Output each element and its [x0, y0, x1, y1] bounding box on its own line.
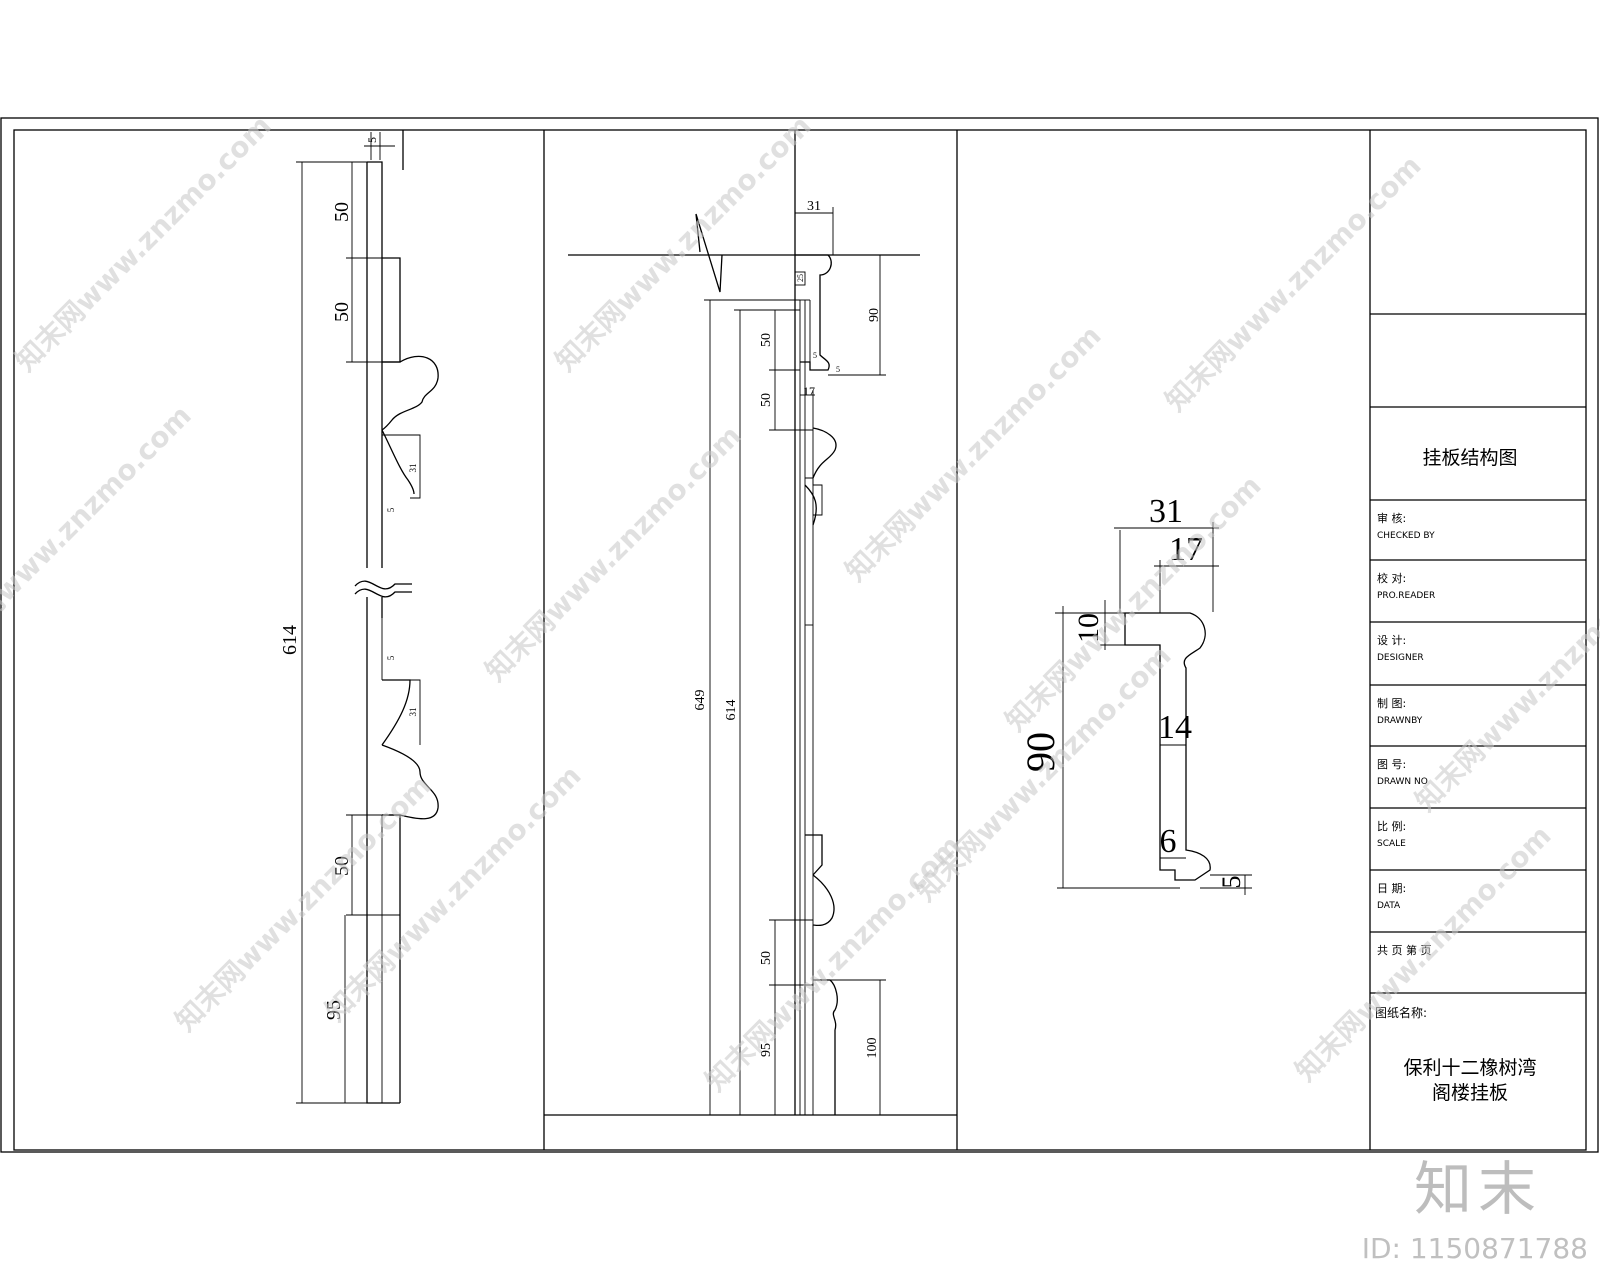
p1-dim-top1: 50: [331, 202, 353, 222]
p2-dim-d5: 95: [759, 1043, 774, 1057]
p3-dim-h-top: 10: [1072, 613, 1105, 643]
title-block-sublabel: DESIGNER: [1377, 653, 1424, 663]
watermark-text: 知末网www.znzmo.com: [1159, 149, 1428, 418]
p2-dim-d3: 17: [803, 384, 815, 398]
title-block: 挂板结构图 审 核: CHECKED BY 校 对: PRO.READER 设 计: DE…: [1370, 313, 1586, 1104]
p2-dim-d4: 50: [759, 951, 774, 965]
p1-dim-top: 5: [365, 137, 379, 143]
p1-dim-bot1: 50: [331, 856, 353, 876]
title-block-label: 图 号:: [1377, 758, 1406, 771]
watermark-text: 知末网www.znzmo.com: [699, 829, 968, 1098]
outer-border: [0, 117, 1599, 1153]
watermark-text: 知末网www.znzmo.com: [319, 759, 588, 1028]
p2-dim-total: 614: [724, 700, 739, 721]
title-block-sublabel: DRAWNBY: [1377, 716, 1423, 726]
p2-dim-d2: 50: [759, 393, 774, 407]
p2-dim-top-h: 90: [867, 308, 882, 322]
p3-dim-w-inner: 17: [1169, 531, 1203, 568]
title-block-sublabel: PRO.READER: [1377, 591, 1435, 601]
p3-dim-h-total: 90: [1018, 732, 1063, 772]
p3-dim-w-total: 31: [1149, 493, 1183, 530]
p3-dim-w-bot: 6: [1160, 823, 1177, 860]
panel3-profile: 31 17 10 90 14 6 5: [1018, 493, 1252, 895]
inner-border: [13, 129, 1587, 1151]
p2-dim-d9: 5: [836, 365, 840, 374]
watermark-text: 知末网www.znzmo.com: [479, 419, 748, 688]
p1-dim-b: 5: [386, 507, 396, 512]
title-block-label: 审 核:: [1377, 511, 1406, 525]
watermark-text: 知末网www.znzmo.com: [0, 399, 198, 668]
p1-dim-a: 31: [408, 464, 418, 473]
p2-dim-d8: 5: [813, 351, 817, 360]
p3-dim-h-bot: 5: [1217, 876, 1246, 889]
title-block-label: 比 例:: [1377, 819, 1406, 833]
p2-dim-d1: 50: [759, 333, 774, 347]
p3-dim-w-mid: 14: [1158, 709, 1192, 746]
title-block-label: 制 图:: [1377, 697, 1406, 710]
watermark-text: 知末网www.znzmo.com: [1289, 819, 1558, 1088]
panel2-section: 649 614 31 90 50 50 17 50 95 100 25 5 5: [544, 130, 957, 1116]
title-block-label: 设 计:: [1377, 634, 1406, 647]
drawing-title: 挂板结构图: [1422, 447, 1517, 469]
p1-dim-c: 31: [408, 708, 418, 717]
watermark-text: 知末网www.znzmo.com: [1409, 549, 1600, 818]
title-block-sublabel: SCALE: [1377, 839, 1406, 849]
p1-dim-total: 614: [279, 625, 301, 655]
p2-dim-top-w: 31: [807, 199, 821, 214]
watermark-text: 知末网www.znzmo.com: [839, 319, 1108, 588]
title-block-sublabel: DATA: [1377, 901, 1401, 911]
panel1-elevation: 614 50 50 50 95 31 5 31 5 5: [279, 130, 439, 1104]
watermark-text: 知末网www.znzmo.com: [9, 109, 278, 378]
title-block-sublabel: DRAWN NO: [1377, 777, 1428, 787]
watermark-text: 知末网www.znzmo.com: [169, 769, 438, 1038]
title-block-label: 校 对:: [1377, 571, 1406, 585]
p1-dim-top2: 50: [331, 302, 353, 322]
title-block-label: 共 页 第 页: [1377, 943, 1432, 957]
p1-dim-d: 5: [386, 655, 396, 660]
p2-dim-d6: 100: [865, 1038, 880, 1059]
p2-dim-d7: 25: [796, 274, 805, 282]
project-label: 图纸名称:: [1375, 1005, 1427, 1020]
p2-dim-overall: 649: [693, 690, 708, 711]
title-block-sublabel: CHECKED BY: [1377, 531, 1435, 541]
project-name-line1: 保利十二橡树湾: [1403, 1057, 1536, 1079]
corner-id: ID: 1150871788: [1361, 1232, 1588, 1265]
watermark-text: 知末网www.znzmo.com: [549, 109, 818, 378]
corner-logo: 知末: [1413, 1155, 1542, 1223]
title-block-label: 日 期:: [1377, 882, 1406, 895]
p1-dim-bot2: 95: [323, 1000, 345, 1020]
project-name-line2: 阁楼挂板: [1432, 1082, 1508, 1104]
